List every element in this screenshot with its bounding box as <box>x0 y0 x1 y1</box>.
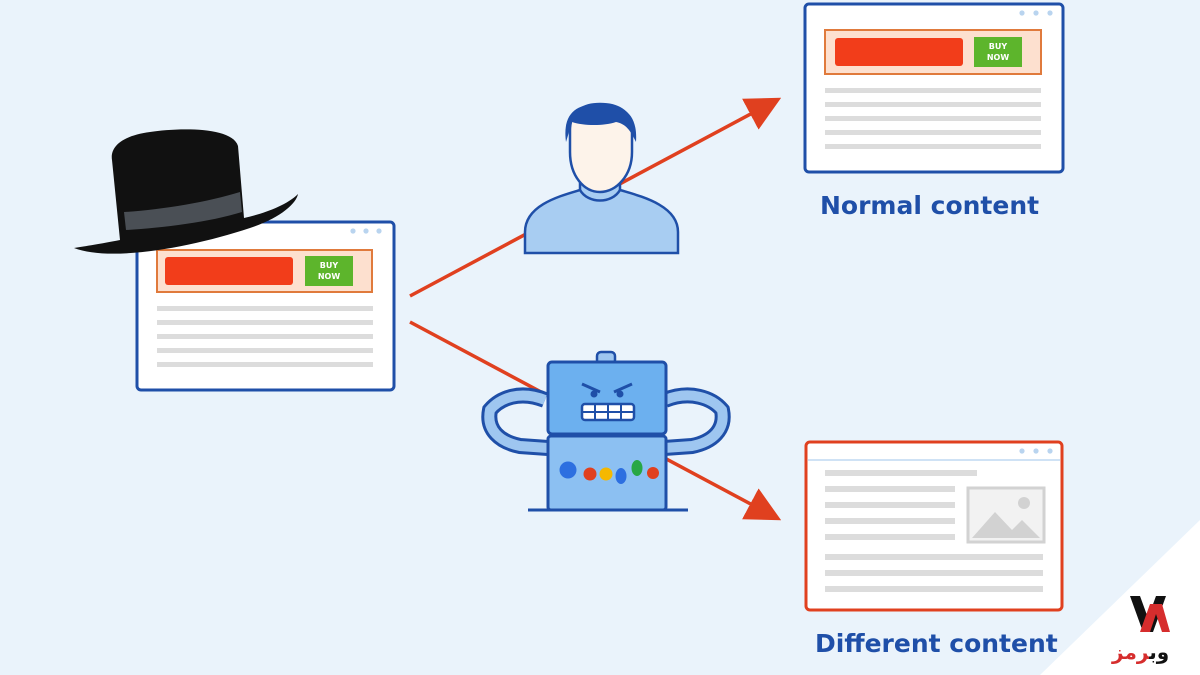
watermark-text-dark: وب <box>1149 640 1170 664</box>
image-placeholder-icon <box>966 486 1046 544</box>
normal-content-window: BUY NOW <box>803 2 1065 174</box>
googlebot-robot-icon <box>481 350 731 512</box>
cloaked-page-window: BUY NOW <box>135 220 396 392</box>
watermark-text: وبرمز <box>1112 640 1169 664</box>
corner-background <box>1040 520 1200 675</box>
ad-banner <box>165 257 293 285</box>
buy-now-button <box>974 37 1022 67</box>
ad-banner <box>835 38 963 66</box>
watermark-text-accent: رمز <box>1112 640 1150 664</box>
buy-now-label-line2: NOW <box>987 53 1009 62</box>
buy-now-label-line2: NOW <box>318 272 340 281</box>
buy-now-label-line1: BUY <box>989 42 1008 51</box>
black-hat-icon <box>74 129 298 254</box>
normal-content-caption: Normal content <box>820 191 1040 220</box>
user-avatar-icon <box>523 102 680 255</box>
webramz-logo-icon <box>1130 596 1170 632</box>
different-content-window <box>804 440 1064 612</box>
different-content-caption: Different content <box>815 629 1058 658</box>
buy-now-button <box>305 256 353 286</box>
buy-now-label-line1: BUY <box>320 261 339 270</box>
